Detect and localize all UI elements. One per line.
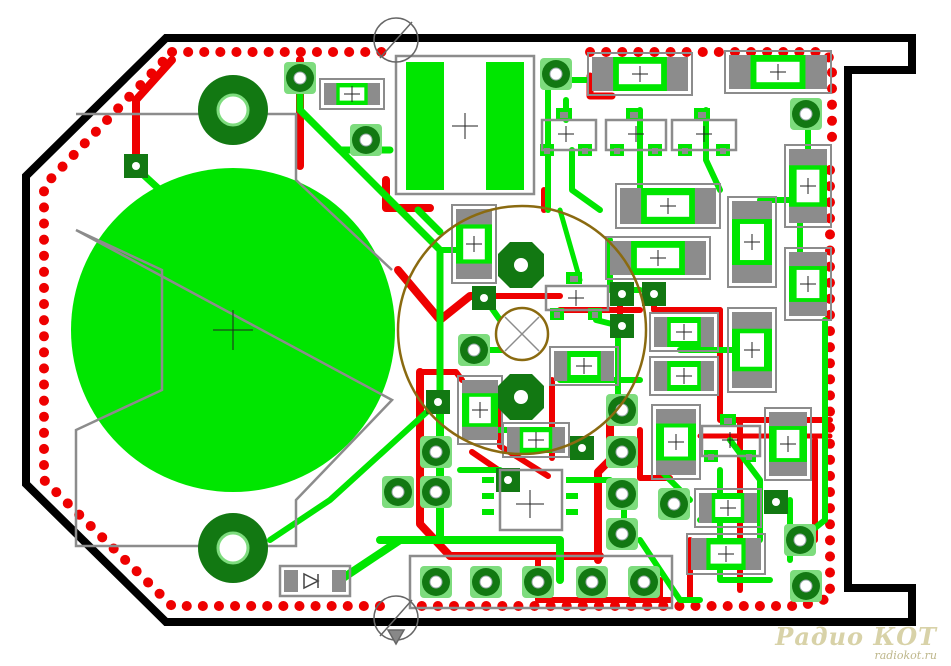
through-hole-pad xyxy=(458,334,490,366)
through-hole-pad xyxy=(606,518,638,550)
through-hole-pad xyxy=(784,524,816,556)
watermark-logo: Радио КОТ xyxy=(775,622,937,651)
reference-circle xyxy=(396,204,648,456)
through-hole-pad xyxy=(350,124,382,156)
through-hole-pad xyxy=(420,566,452,598)
ground-via-fence xyxy=(39,47,837,611)
octagon-pads xyxy=(498,242,544,420)
diode-outline xyxy=(278,564,352,598)
smd-component xyxy=(587,52,693,96)
through-hole-pad xyxy=(606,394,638,426)
smd-component xyxy=(549,346,619,386)
smd-component xyxy=(764,407,812,481)
through-hole-pad xyxy=(606,478,638,510)
smd-component xyxy=(649,356,719,396)
ic-pin xyxy=(566,493,578,499)
smd-components xyxy=(319,50,832,575)
square-via xyxy=(124,154,148,178)
smd-component xyxy=(649,312,719,352)
smd-component xyxy=(727,196,777,288)
smd-component xyxy=(784,247,832,321)
smd-component xyxy=(457,375,503,445)
smd-component xyxy=(651,404,701,480)
connector-outline xyxy=(408,554,674,610)
ic-outline xyxy=(498,468,564,532)
through-hole-pad xyxy=(790,570,822,602)
square-via xyxy=(610,282,634,306)
square-via xyxy=(764,490,788,514)
ic-pin xyxy=(482,477,494,483)
watermark: Радио КОТ radiokot.ru xyxy=(775,622,937,663)
silkscreen-layer xyxy=(74,54,762,610)
large-component-outline xyxy=(394,54,536,196)
ic-pin xyxy=(566,509,578,515)
smd-component xyxy=(784,144,832,228)
smd-component xyxy=(727,307,777,393)
square-via xyxy=(570,436,594,460)
large-component-pad-left xyxy=(406,62,444,190)
diode-icon xyxy=(284,570,346,592)
mounting-hole-icon xyxy=(198,75,268,583)
watermark-url: radiokot.ru xyxy=(874,649,937,662)
ic-pin xyxy=(482,509,494,515)
smd-component xyxy=(319,78,385,110)
crosshair-mark xyxy=(213,113,544,518)
square-via xyxy=(426,390,450,414)
square-via xyxy=(642,282,666,306)
center-x-mark xyxy=(504,316,540,352)
ic-pin xyxy=(482,493,494,499)
ic-pin xyxy=(566,477,578,483)
square-via xyxy=(610,314,634,338)
through-hole-pad xyxy=(576,566,608,598)
square-via xyxy=(472,286,496,310)
through-hole-pads xyxy=(124,58,822,602)
large-component-pad-right xyxy=(486,62,524,190)
through-hole-pad xyxy=(470,566,502,598)
battery-holder-outline xyxy=(74,112,395,548)
through-hole-pad xyxy=(606,436,638,468)
fiducial-icon xyxy=(373,17,419,646)
through-hole-pad xyxy=(540,58,572,90)
board-outline xyxy=(22,34,916,626)
through-hole-pad xyxy=(790,98,822,130)
through-hole-pad xyxy=(284,62,316,94)
smd-component xyxy=(694,488,762,528)
through-hole-pad xyxy=(522,566,554,598)
through-hole-pad xyxy=(420,476,452,508)
smd-component xyxy=(724,50,832,94)
smd-component xyxy=(615,183,721,229)
smd-component xyxy=(502,422,570,458)
through-hole-pad xyxy=(382,476,414,508)
smd-component xyxy=(605,236,711,280)
through-hole-pad xyxy=(628,566,660,598)
through-hole-pad xyxy=(420,436,452,468)
smd-component xyxy=(686,533,766,575)
through-hole-pad xyxy=(658,488,690,520)
